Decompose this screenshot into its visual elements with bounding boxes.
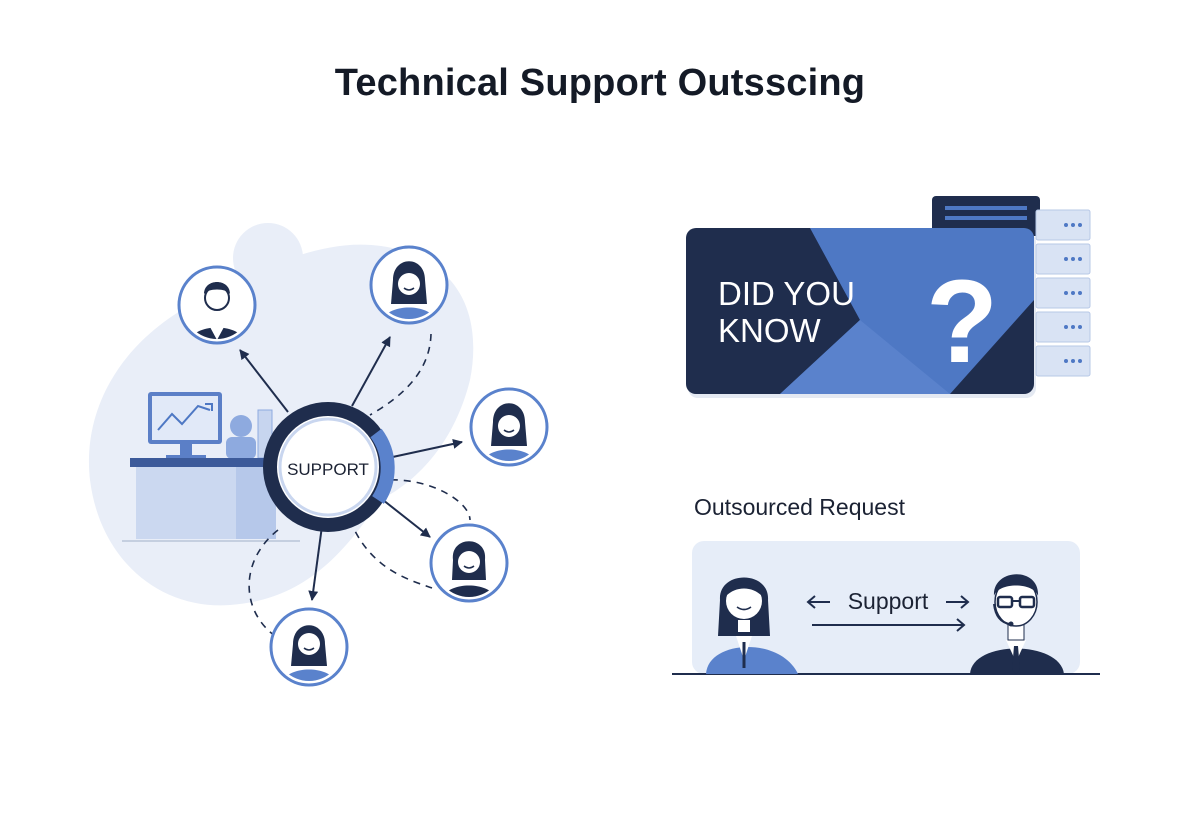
server-rack-icon (932, 196, 1091, 377)
hub-arrows (239, 336, 463, 601)
did-you-know-line2: KNOW (718, 312, 822, 349)
agent-avatar-3 (469, 387, 549, 467)
hub-label: SUPPORT (287, 460, 369, 479)
arrow-to-agent-2 (351, 336, 391, 407)
arrow-to-agent-1 (239, 349, 289, 413)
desk-workstation-icon (122, 392, 300, 542)
question-mark-icon: ? (926, 256, 998, 388)
agent-avatar-2 (369, 245, 449, 325)
exchange-arrows (806, 595, 970, 632)
long-right-arrow-icon (812, 618, 966, 632)
customer-avatar-icon (706, 577, 798, 674)
arrow-to-agent-3 (387, 439, 463, 459)
support-hub: SUPPORT (263, 402, 395, 532)
exchange-label: Support (848, 588, 929, 614)
did-you-know-card: DID YOU KNOW ? (686, 228, 1036, 398)
support-agent-avatar-icon (970, 574, 1064, 674)
page-title: Technical Support Outsscing (334, 62, 866, 104)
did-you-know-line1: DID YOU (718, 275, 855, 312)
arrow-to-agent-5 (308, 525, 323, 601)
agent-avatar-1 (177, 265, 257, 345)
arrow-to-agent-4 (377, 495, 431, 538)
left-arrow-icon (806, 595, 830, 609)
right-arrow-icon (946, 595, 970, 609)
agent-avatar-5 (269, 607, 349, 687)
agent-avatar-4 (429, 523, 509, 603)
request-title: Outsourced Request (694, 494, 905, 520)
